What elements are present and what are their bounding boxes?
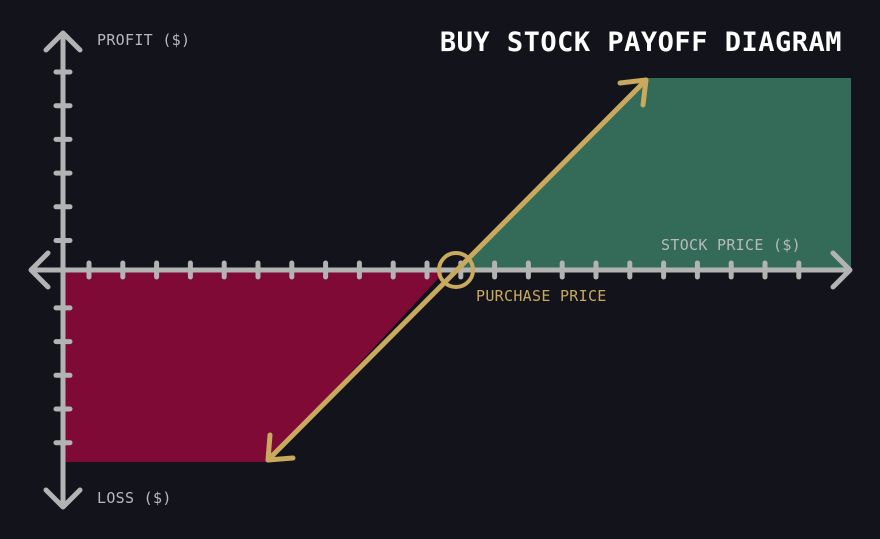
x-axis-arrow-left [28,250,51,290]
stock-price-axis-label: STOCK PRICE ($) [661,236,801,254]
profit-region [458,78,851,270]
loss-axis-label: LOSS ($) [97,489,172,507]
purchase-price-label: PURCHASE PRICE [476,287,607,305]
x-axis-arrow-right [830,250,853,290]
payoff-arrow-up [617,77,649,108]
y-axis-ticks [53,69,73,446]
profit-axis-label: PROFIT ($) [97,31,190,49]
payoff-arrow-down [265,432,296,463]
x-axis-ticks [86,260,802,280]
y-axis-arrow-down [43,487,83,510]
loss-region [63,270,446,462]
axes [28,30,853,510]
payoff-segment [265,77,649,463]
payoff-line [265,77,649,463]
diagram-title: BUY STOCK PAYOFF DIAGRAM [440,27,842,58]
y-axis-arrow-up [43,30,83,53]
purchase-price-marker [437,251,475,289]
